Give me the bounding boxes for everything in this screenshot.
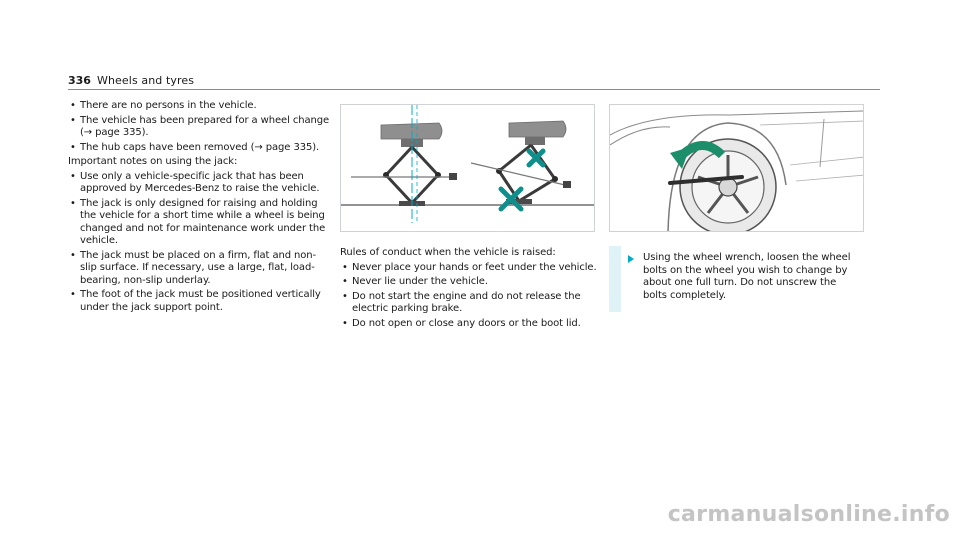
raised-rules-intro: Rules of conduct when the vehicle is rai… [340,247,556,258]
jack-illustration-icon [341,105,594,223]
step-highlight-bar [609,246,621,312]
list-item: The vehicle has been prepared for a whee… [68,115,330,140]
list-item: The foot of the jack must be positioned … [68,289,330,314]
middle-column: Rules of conduct when the vehicle is rai… [340,247,600,332]
step-text: Using the wheel wrench, loosen the wheel… [643,252,851,301]
page-number: 336 [68,74,91,87]
left-column: There are no persons in the vehicle. The… [68,100,330,316]
list-item: There are no persons in the vehicle. [68,100,330,113]
list-item: Use only a vehicle-specific jack that ha… [68,171,330,196]
list-item: Do not start the engine and do not relea… [340,291,600,316]
raised-rules-list: Never place your hands or feet under the… [340,262,600,331]
list-item: Do not open or close any doors or the bo… [340,318,600,331]
section-title: Wheels and tyres [97,74,195,87]
jack-notes-list: Use only a vehicle-specific jack that ha… [68,171,330,315]
list-item: Never lie under the vehicle. [340,276,600,289]
preconditions-list: There are no persons in the vehicle. The… [68,100,330,154]
list-item: The jack is only designed for raising an… [68,198,330,248]
list-item: The jack must be placed on a firm, flat … [68,250,330,288]
step-arrow-icon [628,255,634,263]
wheel-wrench-figure [609,104,864,232]
watermark: carmanualsonline.info [667,502,950,527]
page-header: 336 Wheels and tyres [68,72,880,90]
jack-figure [340,104,595,232]
jack-notes-intro: Important notes on using the jack: [68,156,238,167]
list-item: Never place your hands or feet under the… [340,262,600,275]
list-item: The hub caps have been removed (→ page 3… [68,142,330,155]
instruction-step: Using the wheel wrench, loosen the wheel… [609,246,864,312]
wheel-wrench-illustration-icon [610,110,863,231]
